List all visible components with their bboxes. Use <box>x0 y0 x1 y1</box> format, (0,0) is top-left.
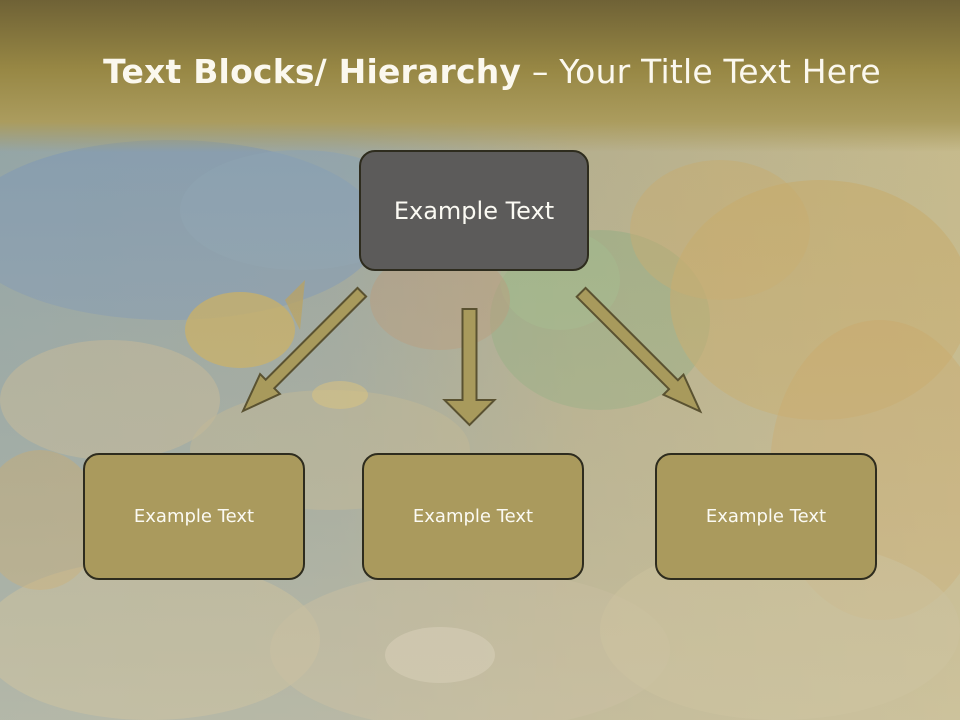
child-text-box-center[interactable]: Example Text <box>362 453 584 580</box>
title-band <box>0 0 960 152</box>
arrow-left <box>240 286 368 414</box>
slide-title-rest: – Your Title Text Here <box>521 52 881 91</box>
top-level-text-box[interactable]: Example Text <box>359 150 589 271</box>
slide-title: Text Blocks/ Hierarchy – Your Title Text… <box>0 52 960 91</box>
child-text-box-left[interactable]: Example Text <box>83 453 305 580</box>
arrow-right <box>575 286 703 414</box>
child-text-box-right[interactable]: Example Text <box>655 453 877 580</box>
child-text-left: Example Text <box>133 506 255 527</box>
top-level-text: Example Text <box>393 196 555 225</box>
arrow-center <box>442 308 497 427</box>
child-text-right: Example Text <box>705 506 827 527</box>
child-text-center: Example Text <box>412 506 534 527</box>
slide-title-bold: Text Blocks/ Hierarchy <box>103 52 522 91</box>
